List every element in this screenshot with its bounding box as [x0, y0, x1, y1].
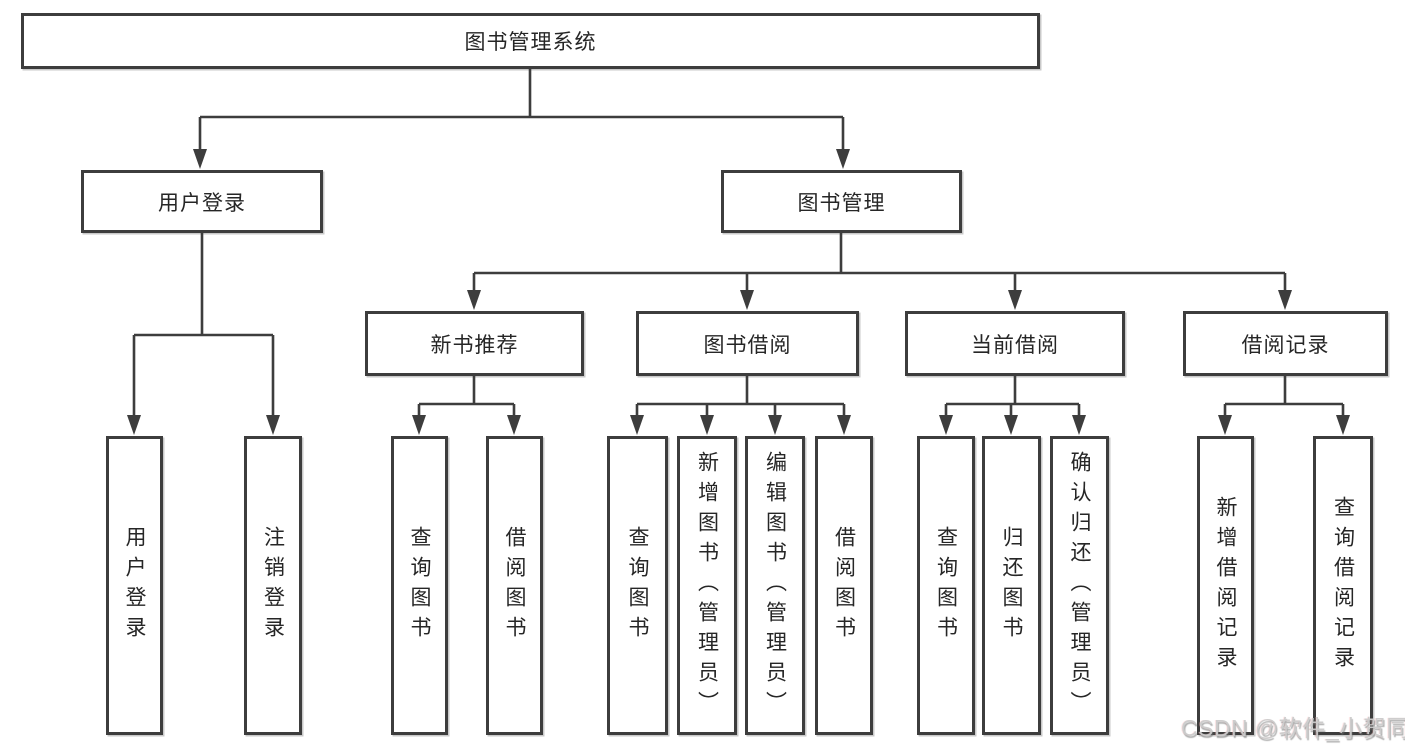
node-book-borrow: 图书借阅 [636, 311, 859, 376]
node-book-management: 图书管理 [721, 170, 962, 233]
leaf-confirm-return-admin: 确认归还（管理员） [1050, 436, 1109, 735]
leaf-query-book-1: 查询图书 [391, 436, 448, 735]
csdn-watermark: CSDN @软件_小贺同学 [1181, 715, 1405, 741]
leaf-query-book-2: 查询图书 [607, 436, 668, 735]
leaf-query-borrow-record-label: 查询借阅记录 [1331, 495, 1355, 676]
leaf-user-login: 用户登录 [106, 436, 163, 735]
node-borrow-records: 借阅记录 [1183, 311, 1388, 376]
node-current-borrow-label: 当前借阅 [971, 333, 1059, 357]
node-new-book-recommend-label: 新书推荐 [430, 333, 519, 357]
leaf-borrow-book-2-label: 借阅图书 [832, 525, 856, 646]
node-book-borrow-label: 图书借阅 [703, 333, 792, 357]
leaf-query-book-3: 查询图书 [917, 436, 975, 735]
leaf-add-borrow-record-label: 新增借阅记录 [1214, 495, 1237, 676]
leaf-borrow-book-1-label: 借阅图书 [503, 525, 526, 646]
leaf-add-book-admin-label: 新增图书（管理员） [695, 450, 719, 721]
leaf-return-book-label: 归还图书 [1000, 525, 1023, 646]
leaf-edit-book-admin: 编辑图书（管理员） [745, 436, 805, 735]
leaf-add-book-admin: 新增图书（管理员） [677, 436, 737, 735]
node-book-management-label: 图书管理 [797, 191, 886, 215]
node-root-label: 图书管理系统 [464, 31, 597, 54]
node-borrow-records-label: 借阅记录 [1241, 333, 1330, 357]
node-user-login-label: 用户登录 [158, 191, 246, 215]
leaf-query-book-2-label: 查询图书 [626, 525, 649, 646]
leaf-borrow-book-1: 借阅图书 [486, 436, 543, 735]
leaf-logout-label: 注销登录 [261, 525, 285, 646]
leaf-query-book-3-label: 查询图书 [934, 525, 958, 646]
node-current-borrow: 当前借阅 [905, 311, 1125, 376]
leaf-query-book-1-label: 查询图书 [408, 525, 431, 646]
leaf-borrow-book-2: 借阅图书 [815, 436, 873, 735]
leaf-query-borrow-record: 查询借阅记录 [1313, 436, 1373, 735]
node-new-book-recommend: 新书推荐 [365, 311, 584, 376]
leaf-confirm-return-admin-label: 确认归还（管理员） [1068, 450, 1091, 721]
leaf-edit-book-admin-label: 编辑图书（管理员） [763, 450, 787, 721]
leaf-return-book: 归还图书 [982, 436, 1041, 735]
node-user-login: 用户登录 [81, 170, 323, 233]
leaf-add-borrow-record: 新增借阅记录 [1197, 436, 1254, 735]
leaf-logout: 注销登录 [244, 436, 302, 735]
node-root: 图书管理系统 [21, 13, 1040, 69]
leaf-user-login-label: 用户登录 [123, 525, 146, 646]
